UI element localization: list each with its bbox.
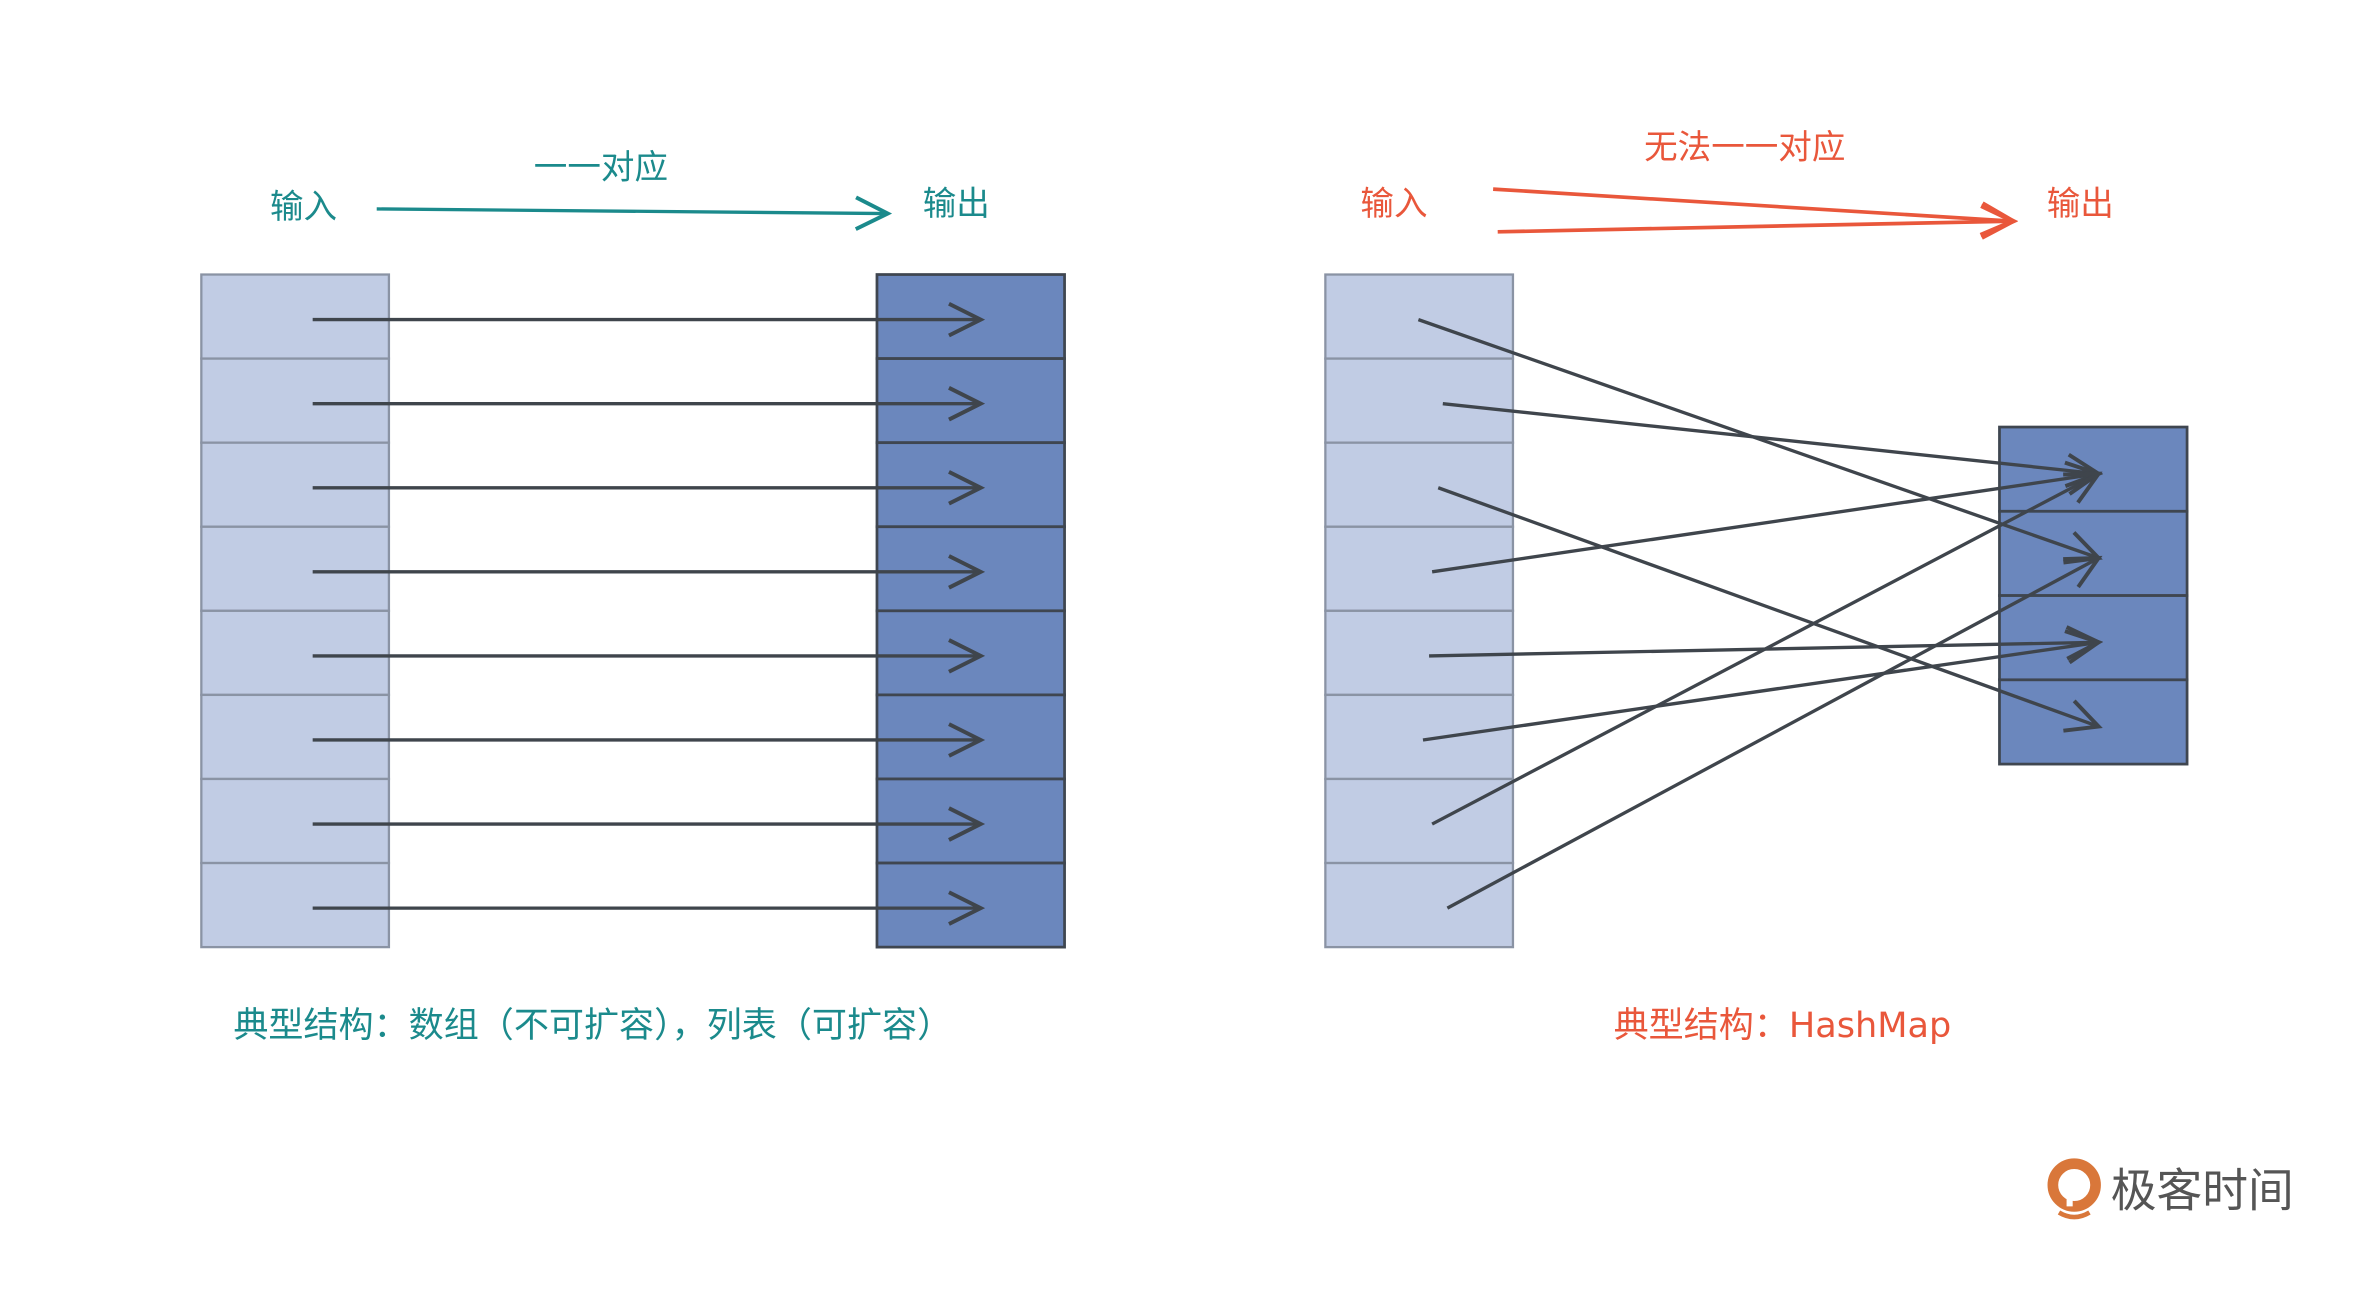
right-mapping-arrows (1417, 318, 2104, 910)
right-relation-arrow-1 (1493, 187, 2019, 238)
left-output-cell (875, 609, 1066, 697)
left-mapping-arrows (312, 301, 986, 926)
right-input-cell (1324, 861, 1515, 949)
right-relation-arrow-2 (1497, 203, 2019, 240)
right-input-cell (1324, 273, 1515, 360)
right-relation-label: 无法一一对应 (1644, 128, 1845, 167)
right-caption: 典型结构：HashMap (1614, 1005, 1952, 1046)
mapping-arrow (1431, 460, 2103, 574)
left-output-cell (875, 777, 1066, 865)
right-input-cell (1324, 357, 1515, 444)
left-output-label: 输出 (923, 184, 990, 223)
left-relation-label: 一一对应 (534, 147, 668, 186)
logo-text: 极客时间 (2111, 1164, 2294, 1217)
logo-mark-icon (2047, 1158, 2101, 1220)
right-output-cell (1998, 594, 2189, 682)
left-input-cell (200, 777, 391, 865)
mapping-arrow (1446, 555, 2103, 910)
left-output-cell (875, 441, 1066, 529)
logo: 极客时间 (2047, 1158, 2294, 1220)
right-input-cell (1324, 693, 1515, 781)
left-output-cell (875, 693, 1066, 781)
left-input-column (200, 273, 391, 949)
left-output-cell (875, 525, 1066, 613)
right-output-cell (1998, 678, 2189, 766)
left-input-cell (200, 441, 391, 528)
right-input-cell (1324, 609, 1515, 697)
left-input-cell (200, 861, 391, 949)
left-output-column (875, 273, 1066, 949)
right-input-cell (1324, 441, 1515, 528)
right-output-cell (1998, 425, 2189, 513)
right-input-cell (1324, 777, 1515, 865)
mapping-arrow (1442, 402, 2104, 489)
right-input-cell (1324, 525, 1515, 612)
right-output-label: 输出 (2047, 184, 2114, 223)
left-panel: 输入 一一对应 输出 典型结构：数组（不可扩容），列表（可扩容） (200, 147, 1066, 1046)
right-input-column (1324, 273, 1515, 949)
right-panel: 输入 无法一一对应 输出 典型结构：HashMap (1324, 128, 2189, 1046)
left-input-cell (200, 609, 391, 697)
left-input-label: 输入 (270, 187, 337, 226)
left-input-cell (200, 693, 391, 781)
mapping-arrow (1422, 629, 2104, 742)
mapping-arrow (1431, 471, 2103, 826)
mapping-arrow (1437, 486, 2103, 733)
left-input-cell (200, 525, 391, 612)
right-input-label: 输入 (1360, 184, 1427, 223)
left-input-cell (200, 357, 391, 444)
right-output-cell (1998, 509, 2189, 597)
left-input-cell (200, 273, 391, 360)
left-output-cell (875, 861, 1066, 949)
left-relation-arrow (376, 195, 893, 231)
left-output-cell (875, 357, 1066, 445)
left-caption: 典型结构：数组（不可扩容），列表（可扩容） (233, 1005, 952, 1046)
left-output-cell (875, 273, 1066, 360)
